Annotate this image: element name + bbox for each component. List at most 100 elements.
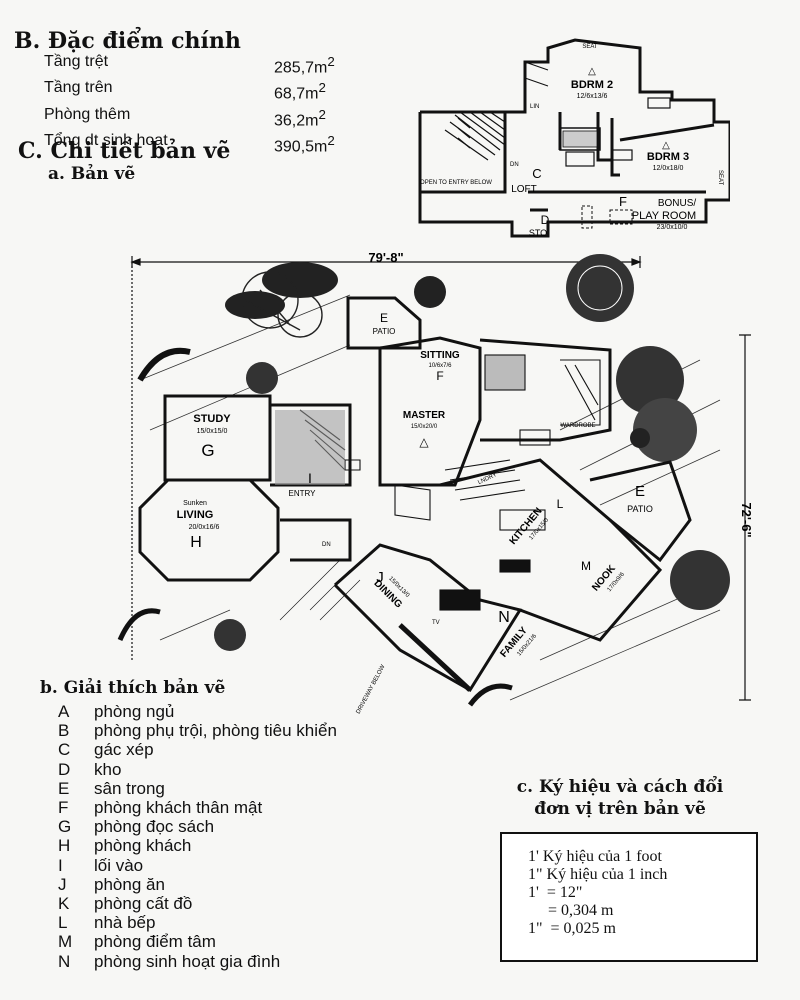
section-c-title: C. Chi tiết bản vẽ	[18, 138, 231, 164]
lin-label: LIN	[530, 104, 539, 110]
bonus-label: BONUS/	[658, 198, 697, 209]
master-label: MASTER	[403, 410, 446, 421]
legend-text: phòng ngủ	[94, 702, 175, 721]
living-dim: 20/0x16/6	[189, 524, 220, 531]
depth-dimension: 72'-6"	[739, 502, 754, 537]
i-letter: I	[308, 470, 312, 486]
spec-name: Phòng thêm	[44, 105, 131, 123]
spec-value: 390,5m2	[274, 131, 335, 157]
spec-unit-sup: 2	[327, 132, 335, 148]
spec-value-num: 68,7m	[274, 85, 319, 103]
legend-text: phòng cất đồ	[94, 894, 193, 914]
bonus-dim: 23/0x10/0	[657, 224, 688, 231]
sunken-label: Sunken	[183, 500, 207, 507]
legend-text: phòng ăn	[94, 874, 165, 894]
h-letter: H	[190, 534, 202, 551]
seat-label-top: SEAT	[582, 44, 598, 50]
symbol-line: = 0,304 m	[528, 902, 614, 919]
spec-row: Tầng trệt 285,7m2	[44, 52, 335, 78]
symbol-line: 1' = 12"	[528, 884, 583, 901]
study-dim: 15/0x15/0	[197, 428, 228, 435]
legend-letter: J	[58, 874, 67, 894]
bdrm2-label: BDRM 2	[571, 79, 613, 91]
dn-label-main: DN	[322, 542, 331, 548]
a-letter-main: △	[419, 435, 429, 449]
legend-letter: A	[58, 702, 70, 721]
legend-text: kho	[94, 759, 122, 779]
subsection-b-title: b. Giải thích bản vẽ	[40, 678, 226, 698]
legend-text: gác xép	[94, 740, 154, 760]
legend-text: phòng đọc sách	[94, 817, 215, 837]
symbol-line: 1" Ký hiệu của 1 inch	[528, 866, 668, 883]
legend-letter: B	[58, 721, 70, 741]
legend-letter: N	[58, 951, 71, 971]
a-letter-upper-2: △	[662, 140, 670, 151]
spec-name: Tổng dt sinh hoạt	[44, 131, 168, 149]
legend-letter: H	[58, 836, 71, 856]
spec-value-num: 36,2m	[274, 111, 319, 129]
bdrm2-dim: 12/6x13/6	[577, 93, 608, 100]
a-letter-upper: △	[588, 66, 596, 77]
legend-text: phòng khách thân mật	[94, 798, 263, 818]
subsection-a-title: a. Bản vẽ	[48, 164, 136, 184]
bdrm3-label: BDRM 3	[647, 151, 689, 163]
sitting-dim: 10/6x7/6	[428, 363, 452, 369]
f-letter-upper: F	[619, 194, 627, 209]
spec-name: Tầng trên	[44, 79, 113, 97]
loft-label: LOFT	[511, 184, 537, 195]
spec-value-num: 285,7m	[274, 59, 328, 77]
spec-name: Tầng trệt	[44, 53, 109, 70]
legend-text: phòng khách	[94, 836, 192, 856]
legend-text: phòng sinh hoạt gia đình	[94, 951, 281, 971]
tv-label: TV	[432, 620, 440, 626]
spec-row: Tầng trên 68,7m2	[44, 78, 335, 104]
legend-text: sân trong	[94, 778, 165, 798]
spec-unit-sup: 2	[318, 80, 326, 96]
legend-letter: C	[58, 740, 71, 760]
building-walls	[138, 296, 692, 693]
master-dim: 15/0x20/0	[411, 424, 438, 430]
sto-label: STO	[529, 228, 547, 238]
n-letter: N	[498, 609, 510, 626]
landscape-trees	[117, 254, 730, 707]
play-room-label: PLAY ROOM	[632, 210, 696, 222]
spec-value: 36,2m2	[274, 105, 326, 131]
e-letter-right: E	[635, 483, 645, 500]
open-to-entry-note: OPEN TO ENTRY BELOW	[420, 180, 492, 186]
legend-text: nhà bếp	[94, 913, 156, 933]
legend-letter: L	[58, 913, 68, 933]
driveway-label: DRIVEWAY BELOW	[356, 664, 387, 715]
legend-letter: M	[58, 932, 73, 952]
d-letter: D	[541, 213, 550, 227]
legend-letter: F	[58, 798, 69, 818]
seat-label-right: SEAT	[717, 170, 723, 186]
legend-text: phòng điểm tâm	[94, 932, 216, 952]
spec-row: Tổng dt sinh hoạt 390,5m2	[44, 131, 335, 157]
g-letter: G	[201, 441, 214, 460]
living-label: LIVING	[177, 509, 214, 521]
bdrm3-dim: 12/0x18/0	[653, 165, 684, 172]
symbols-title-line2: đơn vị trên bản vẽ	[534, 799, 706, 819]
section-b-title: B. Đặc điểm chính	[14, 28, 241, 54]
spec-value: 68,7m2	[274, 78, 326, 104]
symbols-title: c. Ký hiệu và cách đổi đơn vị trên bản v…	[470, 776, 770, 820]
spec-table: Tầng trệt 285,7m2 Tầng trên 68,7m2 Phòng…	[44, 52, 335, 157]
upper-floor-plan: SEAT SEAT △ BDRM 2 12/6x13/6 △ BDRM 3 12…	[418, 38, 730, 238]
spec-row: Phòng thêm 36,2m2	[44, 105, 335, 131]
legend-text: lối vào	[94, 855, 144, 875]
legend-letter: I	[58, 855, 63, 875]
symbol-line: 1" = 0,025 m	[528, 920, 616, 937]
